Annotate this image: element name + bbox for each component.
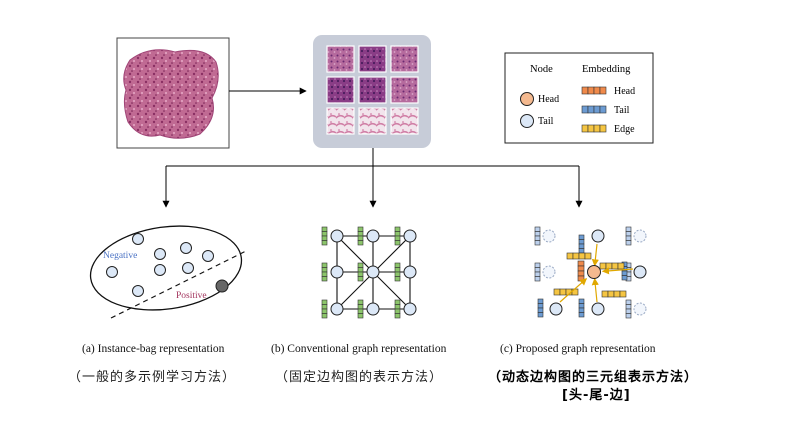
legend-edge-emb-label: Edge bbox=[614, 124, 635, 135]
attention-arrow bbox=[591, 243, 599, 267]
node-embedding bbox=[357, 299, 364, 319]
instance-node bbox=[154, 248, 166, 260]
legend-embedding-title: Embedding bbox=[582, 64, 631, 75]
negative-label: Negative bbox=[103, 251, 137, 261]
tail-node bbox=[591, 229, 605, 243]
branch-arrows bbox=[162, 148, 583, 208]
patch-grid bbox=[313, 35, 431, 148]
faded-tail-node bbox=[542, 229, 556, 243]
graph-node bbox=[403, 229, 417, 243]
legend-box bbox=[504, 52, 654, 144]
node-embedding bbox=[357, 226, 364, 246]
graph-node bbox=[403, 265, 417, 279]
panel-b-subcaption: （固定边构图的表示方法） bbox=[275, 370, 444, 385]
legend-edge-embedding bbox=[581, 124, 607, 133]
legend-tail-emb-label: Tail bbox=[614, 105, 630, 116]
node-embedding bbox=[394, 299, 401, 319]
faded-tail-embedding bbox=[625, 299, 632, 319]
faded-tail-node bbox=[633, 302, 647, 316]
panel-a-caption: (a) Instance-bag representation bbox=[82, 343, 225, 355]
instance-node bbox=[154, 264, 166, 276]
graph-node bbox=[366, 265, 380, 279]
faded-tail-embedding bbox=[534, 262, 541, 282]
faded-tail-node bbox=[542, 265, 556, 279]
node-embedding bbox=[357, 262, 364, 282]
panel-c-proposed-graph bbox=[534, 226, 647, 319]
tail-embedding bbox=[537, 298, 544, 318]
faded-tail-embedding bbox=[625, 226, 632, 246]
panel-a-subcaption: （一般的多示例学习方法） bbox=[68, 370, 237, 385]
patch-tile bbox=[326, 76, 355, 104]
edge-embedding bbox=[566, 252, 592, 260]
attention-arrow bbox=[601, 267, 634, 275]
legend-tail-node bbox=[520, 114, 534, 128]
decision-boundary bbox=[110, 249, 249, 319]
node-embedding bbox=[394, 262, 401, 282]
legend-head-embedding bbox=[581, 86, 607, 95]
legend-tail-node-label: Tail bbox=[538, 116, 554, 127]
tail-node bbox=[549, 302, 563, 316]
instance-node bbox=[202, 250, 214, 262]
tail-embedding bbox=[578, 298, 585, 318]
attention-arrow bbox=[559, 278, 588, 303]
faded-tail-embedding bbox=[534, 226, 541, 246]
instance-node bbox=[106, 266, 118, 278]
graph-node bbox=[366, 302, 380, 316]
wsi-thumbnail bbox=[116, 37, 230, 149]
graph-node bbox=[330, 265, 344, 279]
patch-tile bbox=[390, 107, 419, 135]
panel-c-subcaption: （动态边构图的三元组表示方法） bbox=[488, 370, 699, 385]
tail-node bbox=[591, 302, 605, 316]
legend-tail-embedding bbox=[581, 105, 607, 114]
node-embedding bbox=[394, 226, 401, 246]
patch-tile bbox=[358, 76, 387, 104]
graph-node bbox=[366, 229, 380, 243]
positive-label: Positive bbox=[176, 291, 207, 301]
graph-node bbox=[330, 302, 344, 316]
instance-node bbox=[132, 285, 144, 297]
graph-node bbox=[330, 229, 344, 243]
edge-embedding bbox=[599, 262, 625, 270]
node-embedding bbox=[321, 226, 328, 246]
panel-c-subcaption-2: [头-尾-边] bbox=[562, 388, 631, 403]
patch-tile bbox=[326, 107, 355, 135]
head-embedding bbox=[577, 260, 585, 282]
legend-head-emb-label: Head bbox=[614, 86, 635, 97]
faded-tail-node bbox=[633, 229, 647, 243]
tail-node bbox=[633, 265, 647, 279]
legend-head-node bbox=[520, 92, 534, 106]
positive-instance-node bbox=[215, 279, 229, 293]
instance-node bbox=[182, 262, 194, 274]
panel-c-caption: (c) Proposed graph representation bbox=[500, 343, 656, 355]
patch-tile bbox=[358, 45, 387, 73]
patch-tile bbox=[358, 107, 387, 135]
patch-tile bbox=[390, 76, 419, 104]
panel-b-caption: (b) Conventional graph representation bbox=[271, 343, 447, 355]
node-embedding bbox=[321, 262, 328, 282]
legend-head-node-label: Head bbox=[538, 94, 559, 105]
instance-node bbox=[132, 233, 144, 245]
patch-tile bbox=[326, 45, 355, 73]
head-node bbox=[587, 265, 601, 279]
legend-node-title: Node bbox=[530, 64, 553, 75]
patch-tile bbox=[390, 45, 419, 73]
graph-node bbox=[403, 302, 417, 316]
tail-embedding bbox=[578, 234, 585, 254]
attention-arrow bbox=[591, 277, 599, 303]
node-embedding bbox=[321, 299, 328, 319]
edge-embedding bbox=[601, 290, 627, 298]
panel-a-instance-bag bbox=[89, 225, 249, 319]
panel-b-conventional-graph bbox=[321, 226, 417, 319]
instance-node bbox=[180, 242, 192, 254]
